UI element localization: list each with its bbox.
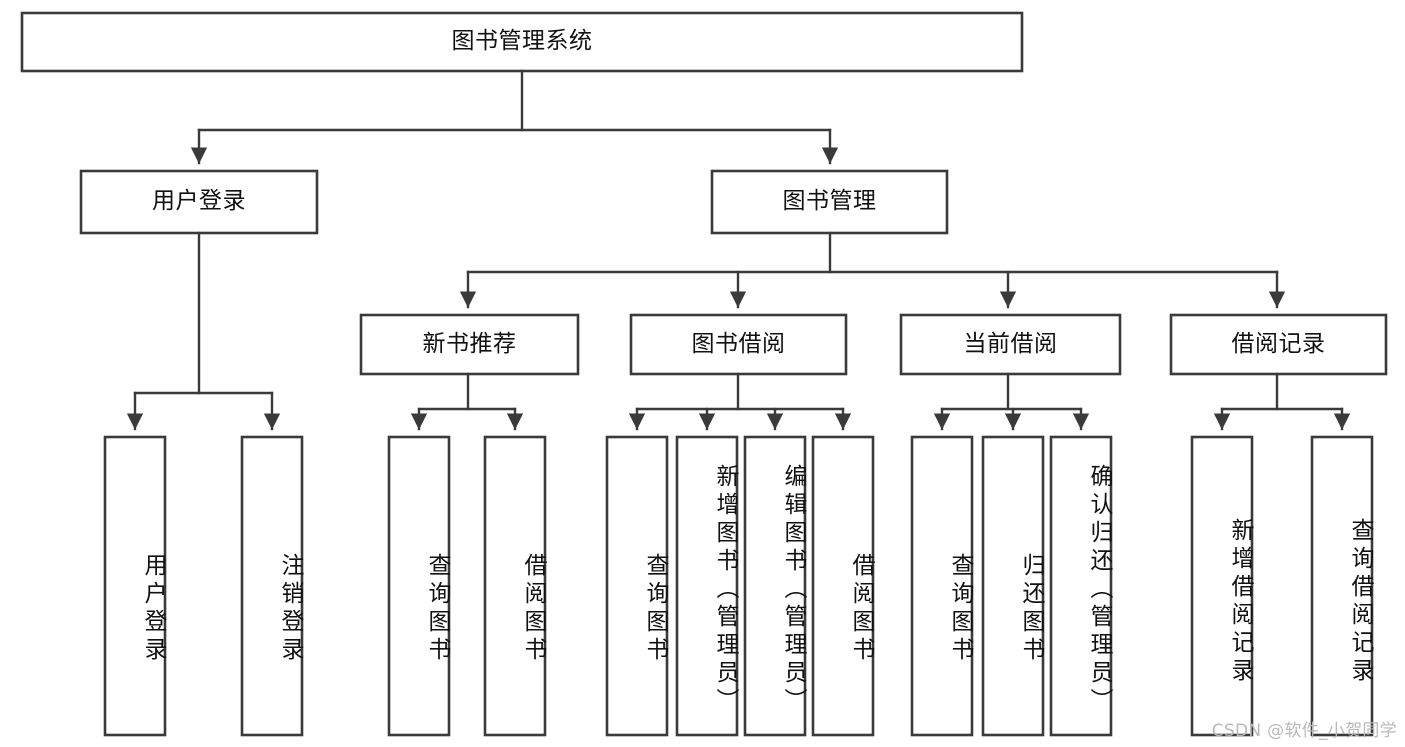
node-new-book-recommend[interactable] xyxy=(359,313,580,376)
node-current-borrow[interactable] xyxy=(899,313,1122,376)
leaf-query-book-br[interactable] xyxy=(605,435,669,737)
node-root[interactable] xyxy=(20,11,1024,73)
leaf-add-borrow-record[interactable] xyxy=(1190,435,1254,737)
node-user-login[interactable] xyxy=(79,169,319,235)
leaf-query-borrow-record[interactable] xyxy=(1310,435,1374,737)
leaf-borrow-book-rec[interactable] xyxy=(483,435,547,737)
leaf-query-book-cur[interactable] xyxy=(910,435,974,737)
leaf-query-book-rec[interactable] xyxy=(387,435,451,737)
leaf-logout-login[interactable] xyxy=(240,435,304,737)
leaf-confirm-return[interactable] xyxy=(1049,435,1113,737)
leaf-add-book-admin[interactable] xyxy=(675,435,739,737)
csdn-watermark: CSDN @软件_小贺同学 xyxy=(1211,721,1397,741)
node-book-borrow[interactable] xyxy=(629,313,848,376)
node-borrow-record[interactable] xyxy=(1169,313,1388,376)
leaf-user-login[interactable] xyxy=(103,435,167,737)
leaf-borrow-book-br[interactable] xyxy=(811,435,875,737)
leaf-return-book[interactable] xyxy=(981,435,1045,737)
node-book-management[interactable] xyxy=(710,169,949,235)
leaf-edit-book-admin[interactable] xyxy=(743,435,807,737)
